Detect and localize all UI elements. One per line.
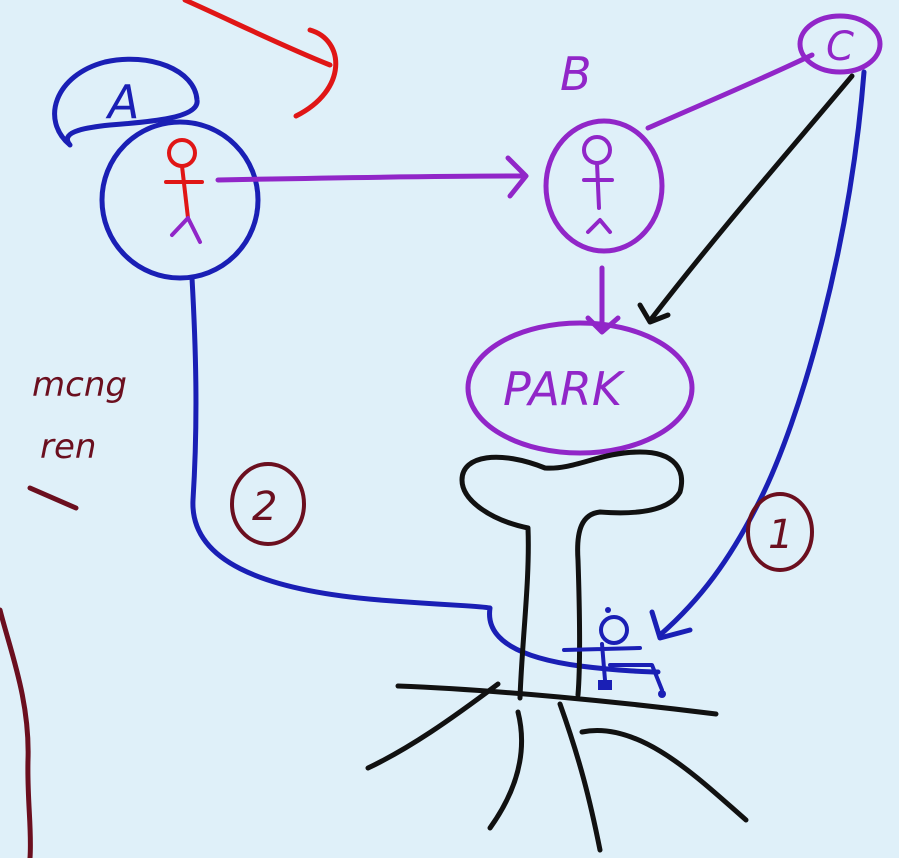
side-note: mcng ren <box>27 365 127 511</box>
route-2-marker: 2 <box>230 462 306 546</box>
node-park-label: PARK <box>503 362 626 416</box>
node-park: PARK <box>465 320 695 456</box>
red-sketch-stroke <box>182 0 339 119</box>
node-park-ellipse <box>465 320 695 456</box>
node-b-label: B <box>560 47 592 101</box>
route-1-marker: 1 <box>746 492 814 572</box>
node-a: A <box>52 56 261 281</box>
node-a-label: A <box>105 75 139 129</box>
node-a-circle <box>99 119 261 281</box>
arrow-c-to-park <box>637 73 855 325</box>
side-note-line1: mcng <box>32 365 127 405</box>
left-margin-stroke <box>0 607 33 858</box>
edge-b-c <box>645 52 815 131</box>
arrow-a-to-b <box>215 155 529 199</box>
side-note-line2: ren <box>40 427 96 467</box>
stick-figure-icon <box>164 138 204 244</box>
stick-figure-icon <box>582 135 614 234</box>
node-b: B <box>543 47 665 254</box>
node-c: C <box>797 13 883 75</box>
route-2-label: 2 <box>252 484 277 530</box>
node-c-circle <box>797 13 883 75</box>
ground-line <box>395 683 719 717</box>
tree-icon <box>365 449 749 853</box>
node-b-circle <box>543 118 665 254</box>
route-2-path <box>189 275 661 675</box>
bench-icon <box>562 607 666 698</box>
route-1-path <box>649 69 867 641</box>
node-c-label: C <box>826 24 854 70</box>
route-1-label: 1 <box>768 512 793 558</box>
side-note-dash <box>27 485 79 511</box>
